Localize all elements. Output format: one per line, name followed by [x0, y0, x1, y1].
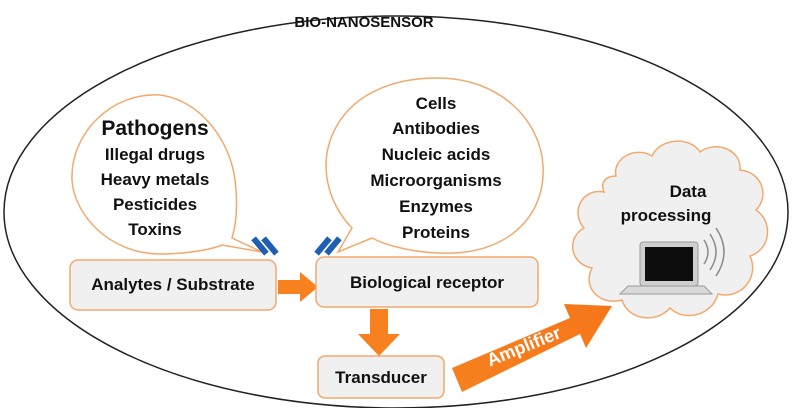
arrow-to-transducer [358, 309, 400, 356]
transducer-box [317, 355, 445, 399]
analytes-bubble [71, 94, 263, 255]
diagram-title: BIO-NANOSENSOR [294, 14, 433, 31]
transducer-label: Transducer [335, 368, 427, 387]
receptor-item: Proteins [402, 223, 470, 242]
analyte-item: Illegal drugs [105, 145, 205, 164]
analytes-substrate-label: Analytes / Substrate [91, 275, 254, 294]
receptor-linker-icon [251, 236, 279, 256]
analytes-substrate-box [69, 259, 277, 311]
receptor-item: Antibodies [392, 119, 480, 138]
receptor-item: Microorganisms [370, 171, 501, 190]
receptor-item: Cells [416, 94, 457, 113]
data-processing-line2: processing [621, 206, 712, 225]
biological-receptor-box [315, 256, 539, 308]
analyte-item: Heavy metals [101, 170, 210, 189]
wireless-signal-icon [703, 227, 725, 277]
analyte-item: Toxins [128, 220, 182, 239]
data-processing-cloud [571, 140, 769, 319]
receptor-item: Enzymes [399, 197, 473, 216]
laptop-icon [618, 241, 714, 295]
analyte-item: Pesticides [113, 195, 197, 214]
receptor-linker-icon [314, 236, 342, 256]
receptors-bubble [325, 77, 544, 254]
data-processing-line1: Data [670, 182, 707, 201]
biological-receptor-label: Biological receptor [350, 273, 504, 292]
arrow-to-receptor [278, 272, 318, 302]
analytes-heading: Pathogens [101, 117, 208, 140]
amplifier-arrow [452, 304, 612, 392]
receptor-item: Nucleic acids [382, 145, 491, 164]
